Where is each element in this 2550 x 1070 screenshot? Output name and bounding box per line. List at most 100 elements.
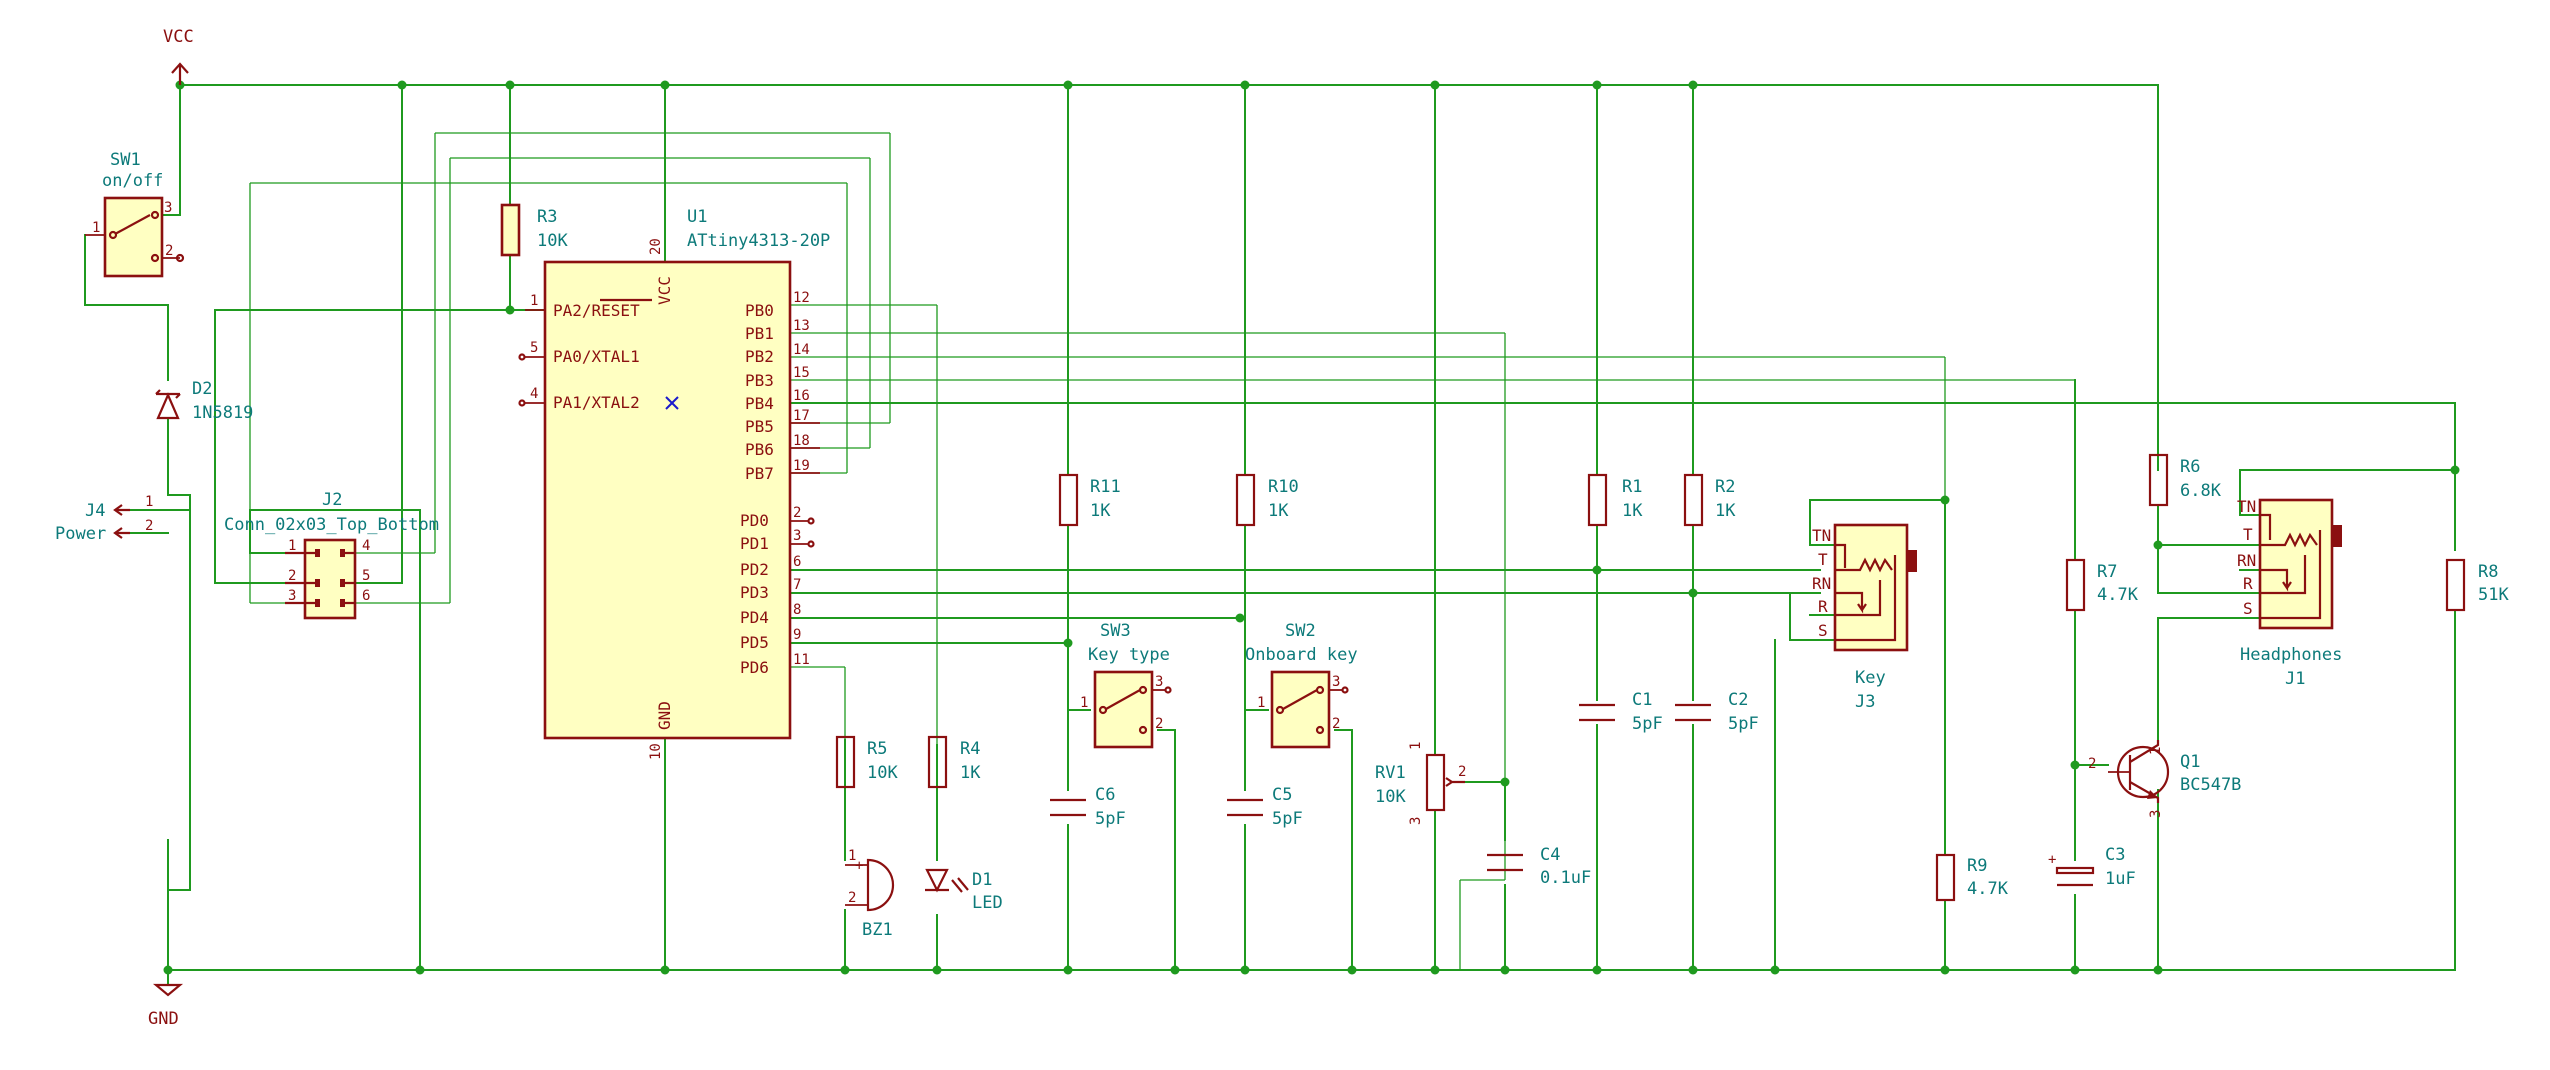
- j3-pin-rn: RN: [1812, 574, 1831, 593]
- r7-value: 4.7K: [2097, 585, 2139, 605]
- r11-resistor[interactable]: R11 1K: [1058, 473, 1121, 527]
- u1-pin14-num: 14: [793, 342, 810, 358]
- j4-pin2: 2: [145, 518, 153, 534]
- j3-pin-tn: TN: [1812, 526, 1831, 545]
- d1-led[interactable]: D1 LED: [925, 868, 1003, 913]
- sw1-switch[interactable]: 1 2 3 SW1 on/off: [85, 150, 185, 278]
- c6-capacitor[interactable]: C6 5pF: [1050, 785, 1126, 829]
- u1-pin4-num: 4: [530, 386, 538, 402]
- gnd-symbol[interactable]: GND: [148, 983, 184, 1029]
- rv1-pin1: 1: [1408, 742, 1424, 750]
- j3-pin-s: S: [1818, 621, 1828, 640]
- j2-connector[interactable]: 1 2 3 4 5 6 J2 Conn_02x03_Top_Bottom: [224, 490, 439, 620]
- u1-pb0: PB0: [745, 301, 774, 320]
- u1-ref: U1: [687, 207, 707, 227]
- c3-electrolytic-capacitor[interactable]: + C3 1uF: [2048, 845, 2136, 889]
- q1-pin1: 1: [2148, 747, 2164, 755]
- r6-resistor[interactable]: R6 6.8K: [2148, 453, 2222, 507]
- c2-ref: C2: [1728, 690, 1748, 710]
- junctions: [163, 80, 2460, 975]
- r11-ref: R11: [1090, 477, 1121, 497]
- c2-value: 5pF: [1728, 714, 1759, 734]
- r1-ref: R1: [1622, 477, 1642, 497]
- u1-pin13-num: 13: [793, 318, 810, 334]
- u1-pin12-num: 12: [793, 290, 810, 306]
- d2-diode[interactable]: D2 1N5819: [155, 379, 253, 423]
- j2-pin1: 1: [288, 538, 296, 554]
- u1-pd4: PD4: [740, 608, 769, 627]
- sw1-pin3: 3: [164, 200, 172, 216]
- u1-pin2-num: 2: [793, 505, 801, 521]
- sw3-switch[interactable]: 1 2 3 SW3 Key type: [1080, 621, 1172, 749]
- j3-pin-t: T: [1818, 550, 1828, 569]
- q1-value: BC547B: [2180, 775, 2241, 795]
- r10-resistor[interactable]: R10 1K: [1235, 473, 1299, 527]
- r10-ref: R10: [1268, 477, 1299, 497]
- sw2-pin2: 2: [1332, 716, 1340, 732]
- r9-ref: R9: [1967, 856, 1987, 876]
- j1-headphones-jack[interactable]: TN T RN R S Headphones J1: [2237, 497, 2342, 689]
- c6-ref: C6: [1095, 785, 1115, 805]
- r9-resistor[interactable]: R9 4.7K: [1935, 853, 2009, 902]
- j4-power-connector[interactable]: 1 2 J4 Power: [55, 494, 153, 544]
- u1-pb1: PB1: [745, 324, 774, 343]
- q1-pin3: 3: [2148, 810, 2164, 818]
- q1-ref: Q1: [2180, 752, 2200, 772]
- rv1-ref: RV1: [1375, 763, 1406, 783]
- j3-key-jack[interactable]: TN T RN R S Key J3: [1812, 523, 1917, 712]
- r1-resistor[interactable]: R1 1K: [1587, 473, 1643, 527]
- q1-transistor[interactable]: 2 1 3 Q1 BC547B: [2088, 740, 2241, 818]
- r4-value: 1K: [960, 763, 981, 783]
- sw2-value: Onboard key: [1245, 645, 1358, 665]
- u1-pb3: PB3: [745, 371, 774, 390]
- r4-resistor[interactable]: R4 1K: [927, 735, 981, 789]
- r5-resistor[interactable]: R5 10K: [835, 735, 898, 789]
- bz1-pin1: 1: [848, 848, 856, 864]
- j2-pin5: 5: [362, 568, 370, 584]
- j2-pin4: 4: [362, 538, 370, 554]
- c2-capacitor[interactable]: C2 5pF: [1675, 690, 1759, 734]
- sw3-value: Key type: [1088, 645, 1170, 665]
- r4-ref: R4: [960, 739, 980, 759]
- c4-capacitor[interactable]: C4 0.1uF: [1487, 845, 1591, 888]
- bz1-plus-mark: +: [855, 858, 863, 874]
- j4-value: Power: [55, 524, 106, 544]
- u1-pin5-num: 5: [530, 340, 538, 356]
- bz1-ref: BZ1: [862, 920, 893, 940]
- sw2-switch[interactable]: 1 2 3 SW2 Onboard key: [1245, 621, 1358, 749]
- u1-pb7: PB7: [745, 464, 774, 483]
- r1-value: 1K: [1622, 501, 1643, 521]
- r3-value: 10K: [537, 231, 568, 251]
- r8-resistor[interactable]: R8 51K: [2445, 558, 2509, 612]
- r8-value: 51K: [2478, 585, 2509, 605]
- sw1-pin1: 1: [92, 220, 100, 236]
- r6-value: 6.8K: [2180, 481, 2222, 501]
- j2-value: Conn_02x03_Top_Bottom: [224, 515, 439, 535]
- r2-resistor[interactable]: R2 1K: [1683, 473, 1736, 527]
- r2-value: 1K: [1715, 501, 1736, 521]
- u1-pd6: PD6: [740, 658, 769, 677]
- sw1-pin2: 2: [165, 243, 173, 259]
- rv1-potentiometer[interactable]: 2 1 3 RV1 10K: [1375, 742, 1466, 825]
- d2-ref: D2: [192, 379, 212, 399]
- r3-ref: R3: [537, 207, 557, 227]
- j1-pin-r: R: [2243, 574, 2253, 593]
- j1-pin-rn: RN: [2237, 551, 2256, 570]
- c3-ref: C3: [2105, 845, 2125, 865]
- u1-pin6-num: 6: [793, 554, 801, 570]
- rv1-value: 10K: [1375, 787, 1406, 807]
- c1-capacitor[interactable]: C1 5pF: [1579, 690, 1663, 734]
- r7-resistor[interactable]: R7 4.7K: [2065, 558, 2139, 612]
- j2-ref: J2: [322, 490, 342, 510]
- u1-attiny4313[interactable]: U1 ATtiny4313-20P 1 5 4 PA2/RESET PA0/XT…: [518, 207, 831, 760]
- j2-pin2: 2: [288, 568, 296, 584]
- c5-capacitor[interactable]: C5 5pF: [1227, 785, 1303, 829]
- j1-ref: J1: [2285, 669, 2305, 689]
- vcc-symbol[interactable]: VCC: [163, 27, 194, 85]
- r3-resistor[interactable]: R3 10K: [500, 203, 568, 257]
- bz1-buzzer[interactable]: 1 + 2 BZ1: [845, 848, 895, 940]
- wires: [84, 69, 2456, 986]
- u1-pin1-num: 1: [530, 293, 538, 309]
- u1-value: ATtiny4313-20P: [687, 231, 830, 251]
